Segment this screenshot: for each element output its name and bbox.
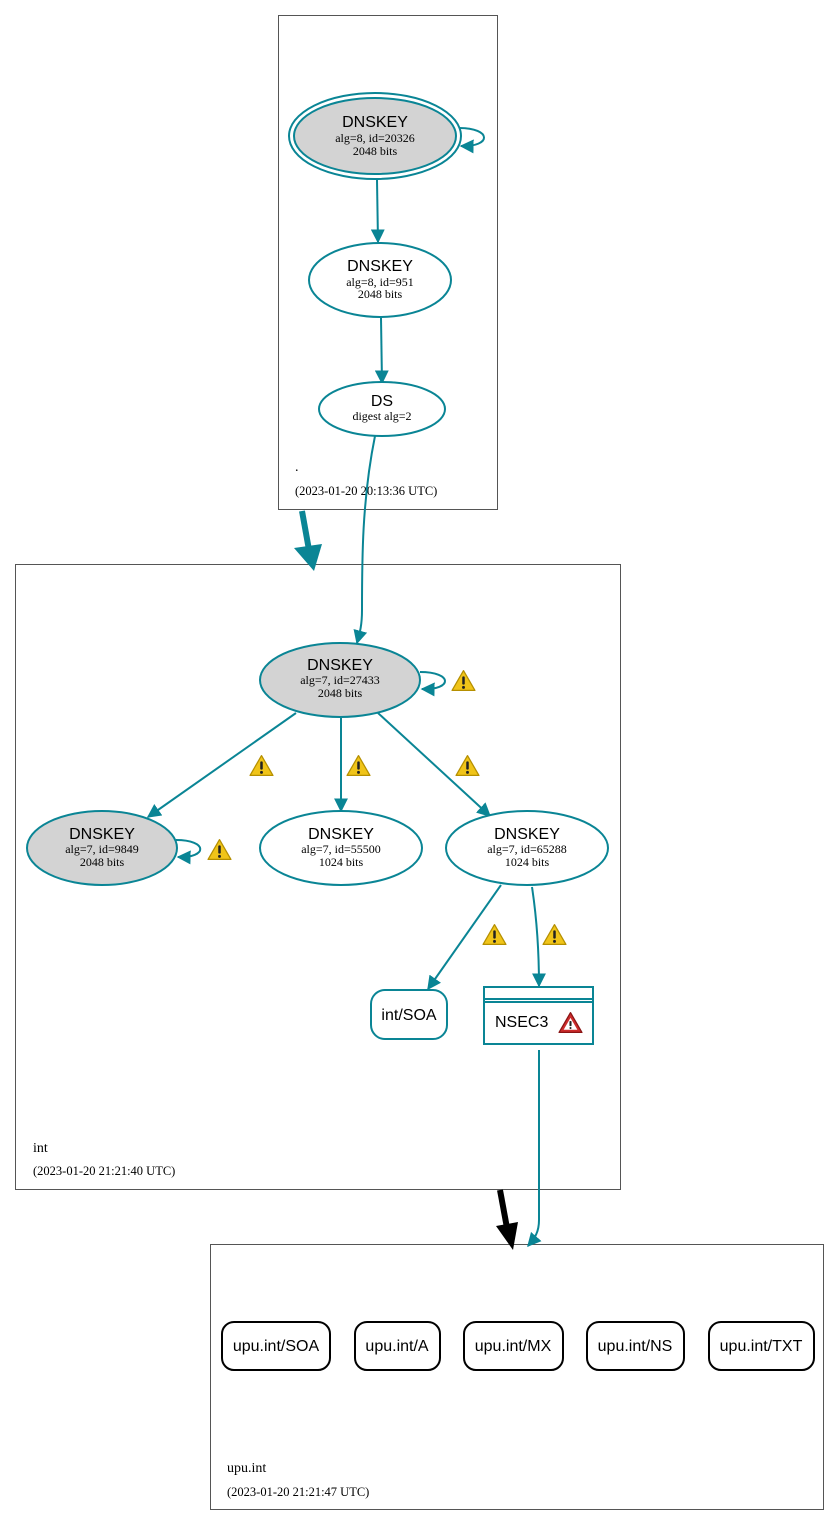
edge-65288-to-nsec3 [531, 886, 546, 988]
zone-upu-date: (2023-01-20 21:21:47 UTC) [227, 1485, 369, 1499]
edge-root-ksk-self [458, 127, 485, 154]
node-detail: 2048 bits [353, 144, 398, 158]
node-detail: digest alg=2 [352, 409, 411, 423]
record-label: upu.int/A [365, 1338, 428, 1355]
node-title: DS [371, 393, 393, 410]
edge-int-ksk-to-9849 [146, 712, 297, 818]
node-int-dnskey-9849[interactable]: DNSKEY alg=7, id=9849 2048 bits [26, 810, 178, 886]
node-int-soa[interactable]: int/SOA [370, 989, 448, 1040]
node-title: DNSKEY [308, 826, 374, 843]
edge-ds-to-int-ksk [353, 435, 376, 645]
node-detail: alg=7, id=27433 [300, 673, 380, 687]
record-upu-int-ns[interactable]: upu.int/NS [586, 1321, 685, 1371]
warning-icon [451, 669, 476, 692]
zone-upu-name: upu.int [227, 1461, 266, 1476]
record-label: upu.int/NS [598, 1338, 673, 1355]
node-detail: alg=7, id=65288 [487, 842, 567, 856]
node-detail: 1024 bits [505, 855, 550, 869]
node-detail: 2048 bits [80, 855, 125, 869]
node-detail: 2048 bits [318, 686, 363, 700]
zone-root-name: . [295, 460, 299, 475]
zone-int-name: int [33, 1141, 48, 1156]
node-title: DNSKEY [494, 826, 560, 843]
node-detail: alg=8, id=951 [346, 275, 414, 289]
record-upu-int-a[interactable]: upu.int/A [354, 1321, 441, 1371]
node-detail: alg=7, id=55500 [301, 842, 381, 856]
zone-int [15, 564, 621, 1190]
zone-root [278, 15, 498, 510]
node-title: DNSKEY [69, 826, 135, 843]
node-int-dnskey-55500[interactable]: DNSKEY alg=7, id=55500 1024 bits [259, 810, 423, 886]
edge-65288-to-int-soa [427, 884, 502, 991]
delegation-arrow-int-upu [496, 1189, 518, 1250]
record-label: upu.int/MX [475, 1338, 552, 1355]
node-nsec3[interactable]: NSEC3 [483, 986, 594, 1045]
node-int-dnskey-65288[interactable]: DNSKEY alg=7, id=65288 1024 bits [445, 810, 609, 886]
edge-9849-self [175, 839, 202, 865]
node-label: int/SOA [381, 1007, 436, 1024]
node-label: NSEC3 [495, 1014, 548, 1031]
node-detail: 2048 bits [358, 287, 403, 301]
node-root-ksk[interactable]: DNSKEY alg=8, id=20326 2048 bits [288, 92, 462, 180]
warning-icon [346, 754, 371, 777]
edge-root-zsk-to-ds [374, 317, 389, 385]
record-label: upu.int/TXT [720, 1338, 803, 1355]
node-detail: alg=7, id=9849 [65, 842, 139, 856]
node-root-zsk[interactable]: DNSKEY alg=8, id=951 2048 bits [308, 242, 452, 318]
warning-icon [542, 923, 567, 946]
warning-icon [482, 923, 507, 946]
node-title: DNSKEY [307, 657, 373, 674]
warning-icon [455, 754, 480, 777]
edge-nsec3-to-upu [527, 1050, 542, 1248]
node-title: DNSKEY [342, 114, 408, 131]
record-upu-int-soa[interactable]: upu.int/SOA [221, 1321, 331, 1371]
node-title: DNSKEY [347, 258, 413, 275]
warning-icon [207, 838, 232, 861]
zone-int-date: (2023-01-20 21:21:40 UTC) [33, 1164, 175, 1178]
edge-int-ksk-self [419, 671, 446, 697]
edge-int-ksk-to-65288 [377, 712, 492, 817]
node-ds[interactable]: DS digest alg=2 [318, 381, 446, 437]
warning-icon [249, 754, 274, 777]
node-int-ksk[interactable]: DNSKEY alg=7, id=27433 2048 bits [259, 642, 421, 718]
delegation-arrow-root-int [294, 510, 322, 571]
record-label: upu.int/SOA [233, 1338, 320, 1355]
record-upu-int-txt[interactable]: upu.int/TXT [708, 1321, 815, 1371]
node-detail: 1024 bits [319, 855, 364, 869]
edge-root-ksk-to-zsk [370, 179, 385, 244]
zone-upu-int [210, 1244, 824, 1510]
node-detail: alg=8, id=20326 [335, 131, 415, 145]
record-upu-int-mx[interactable]: upu.int/MX [463, 1321, 564, 1371]
